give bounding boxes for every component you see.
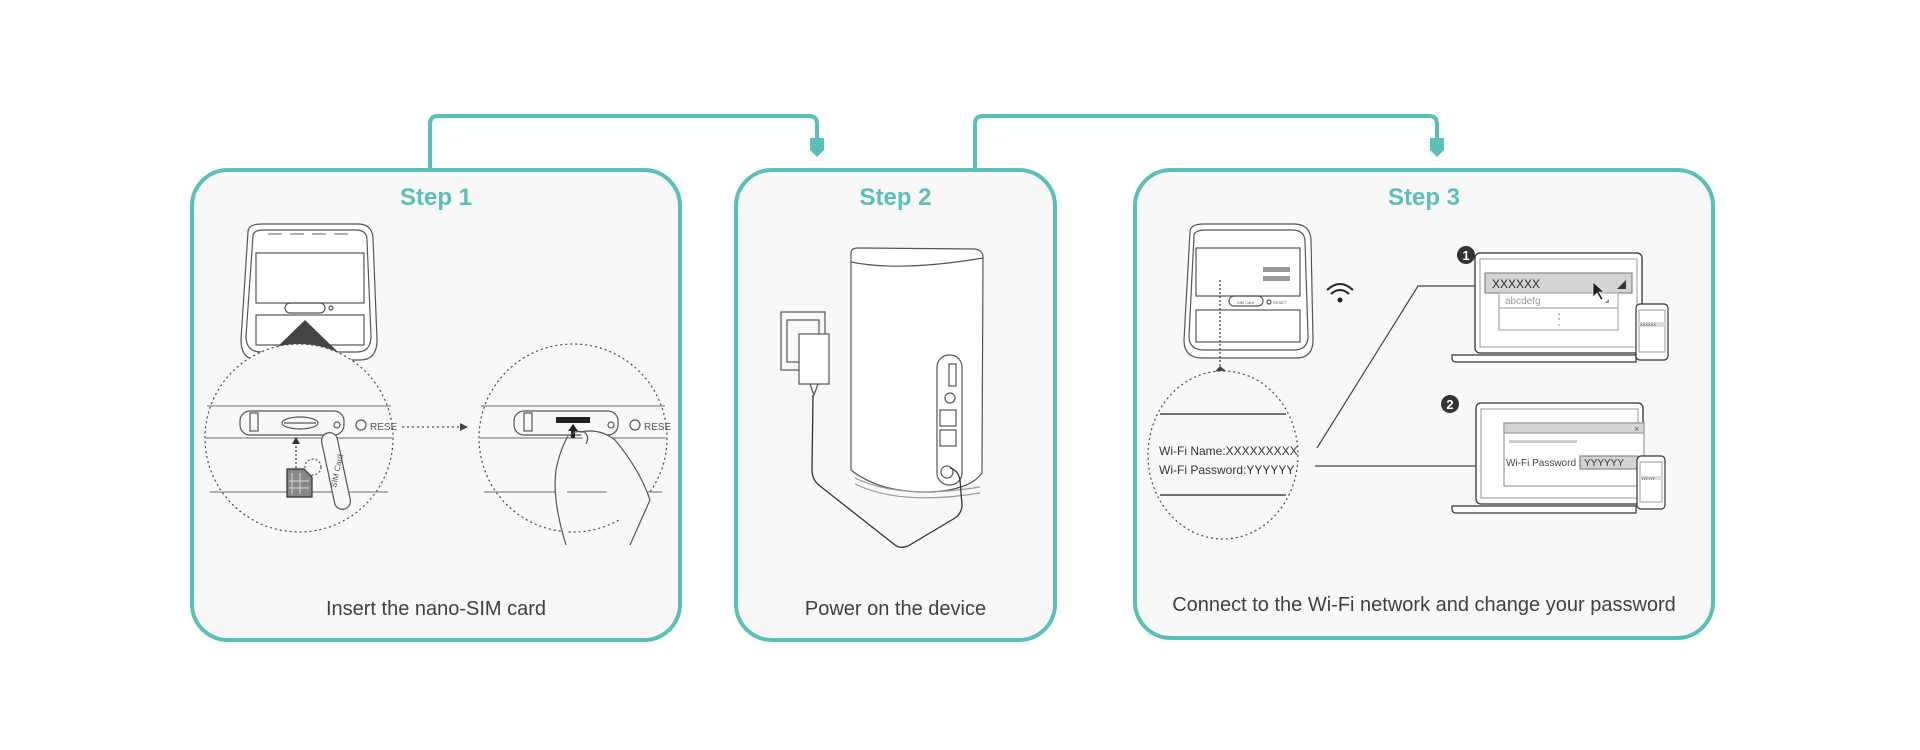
step-2-title: Step 2 [859, 184, 932, 211]
substep-1-badge [1457, 246, 1475, 264]
connector-step1-to-step2 [428, 114, 819, 168]
arrowhead-step2 [810, 138, 824, 157]
network-selected: XXXXXX [1492, 277, 1540, 291]
laptop-network-list-illustration [1451, 252, 1669, 363]
step-3-caption: Connect to the Wi-Fi network and change … [1172, 594, 1676, 616]
step-2-panel: Step 2 Power on the device [734, 168, 1057, 642]
power-cable [811, 394, 963, 548]
wifi-name-label: Wi-Fi Name:XXXXXXXXX [1159, 444, 1298, 458]
substep-1-badge-number: 1 [1462, 248, 1469, 263]
connector-step2-to-step3 [973, 114, 1439, 168]
arrowhead-step3 [1430, 138, 1444, 157]
step1-zoom-circle-right [478, 343, 668, 546]
dialog-password-value: YYYYYY [1584, 458, 1624, 469]
step-2-caption: Power on the device [804, 598, 987, 620]
dialog-close-icon: × [1634, 424, 1639, 434]
network-other: abcdefg [1505, 296, 1541, 307]
phone-password-value: YYYYYY [1641, 477, 1656, 481]
step1-zoom-circle-left [204, 343, 394, 533]
step-1-caption: Insert the nano-SIM card [325, 598, 547, 620]
step3-router-illustration [1183, 223, 1314, 372]
step-3-title: Step 3 [1387, 184, 1461, 211]
wifi-password-label: Wi-Fi Password:YYYYYY [1159, 463, 1294, 477]
wifi-signal-icon [1326, 283, 1354, 303]
substep-2-badge-number: 2 [1446, 397, 1453, 412]
substep-2-badge [1441, 395, 1459, 413]
step1-router-illustration [240, 223, 378, 361]
reset-label-right: RESE [644, 422, 672, 433]
router-reset-label: RESET [1273, 300, 1287, 305]
laptop-password-illustration [1451, 402, 1666, 514]
step-1-title: Step 1 [399, 184, 473, 211]
phone-network-label: XXXXXX [1640, 322, 1656, 327]
callout-line-name [1316, 285, 1485, 449]
step2-router-illustration [850, 247, 984, 499]
reset-label: RESE [370, 422, 398, 433]
router-sim-card-label: SIM Card [1237, 300, 1254, 305]
wall-socket-illustration [780, 311, 830, 397]
dialog-password-label: Wi-Fi Password : [1506, 458, 1582, 469]
wifi-label-zoom-circle [1147, 370, 1299, 540]
